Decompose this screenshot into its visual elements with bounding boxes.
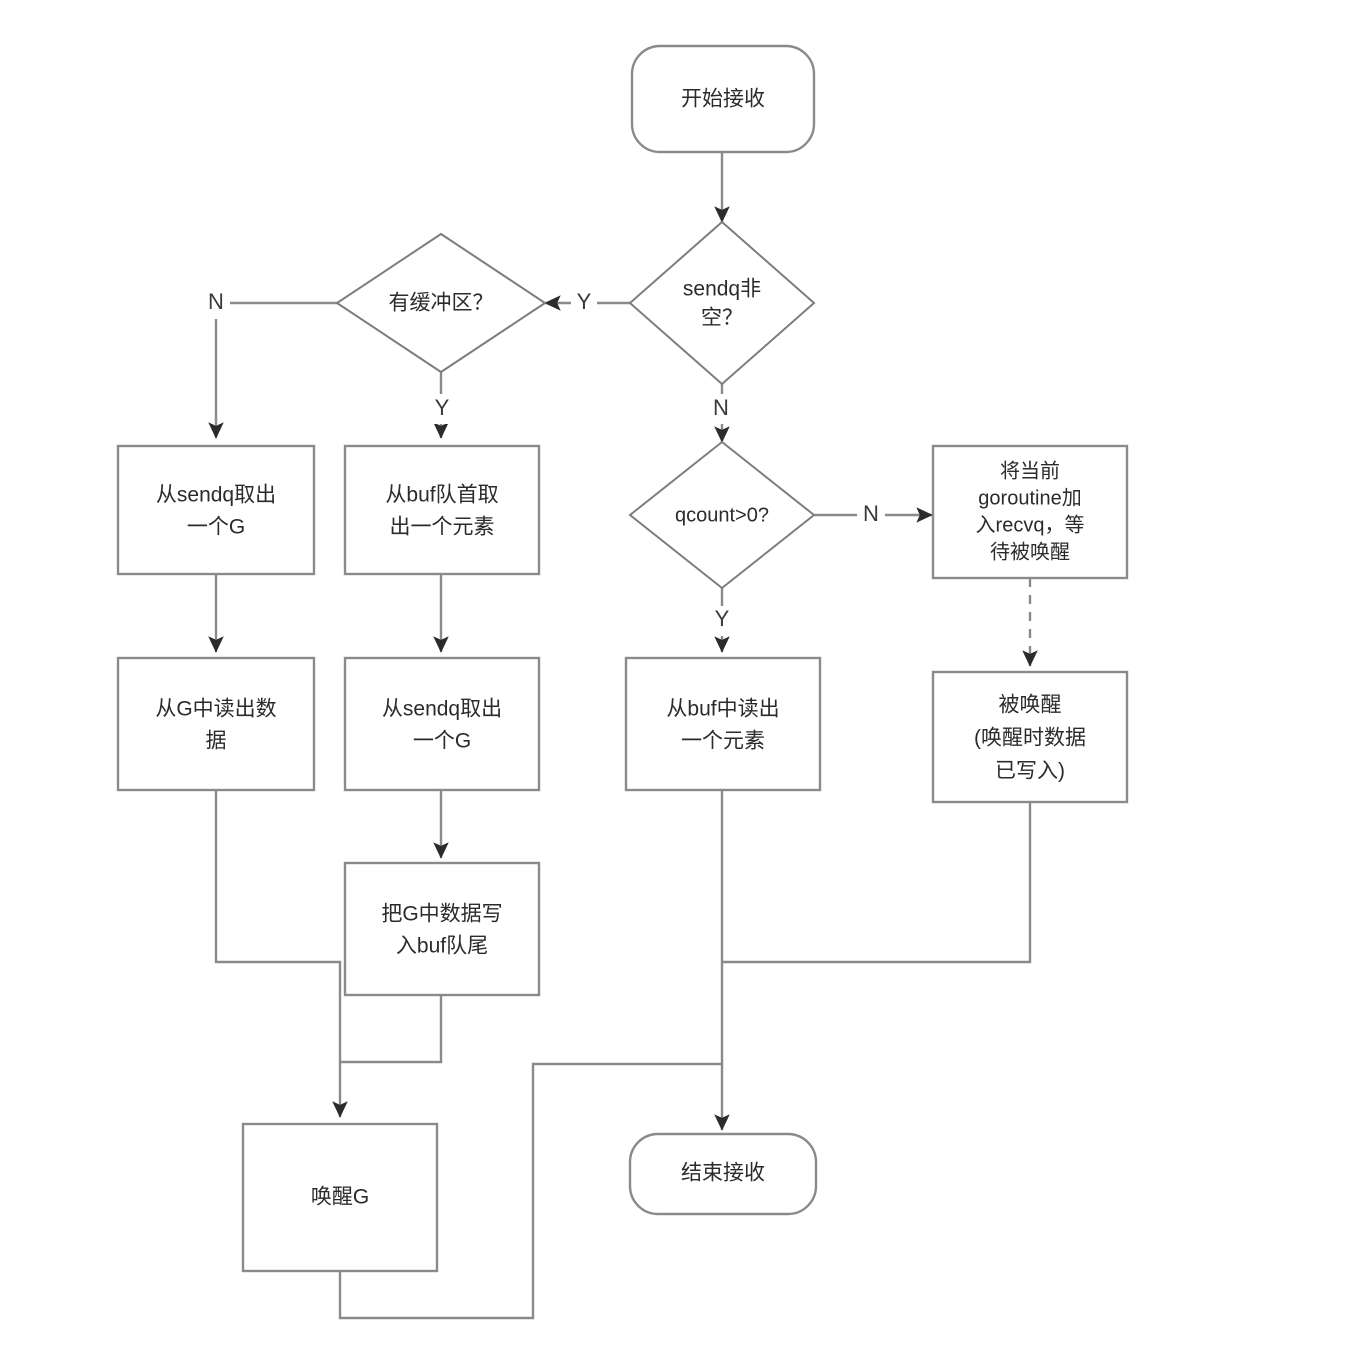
- node-wake-g-label: 唤醒G: [311, 1186, 369, 1209]
- node-take-g-from-sendq-2-label-line2: 一个G: [413, 730, 471, 753]
- node-read-elem-from-buf[interactable]: 从buf中读出 一个元素: [624, 656, 822, 792]
- node-read-elem-from-buf-shape: [624, 656, 822, 792]
- node-write-g-data-to-buf-tail-label-line1: 把G中数据写: [381, 903, 502, 926]
- edge-woken-to-end: [722, 802, 1032, 964]
- node-qcount-gt-zero-label: qcount>0?: [675, 504, 769, 526]
- edge-write-buf-tail-to-wake-g: [340, 995, 443, 1064]
- node-write-g-data-to-buf-tail-label-line2: 入buf队尾: [396, 935, 488, 958]
- node-start-shape: [630, 44, 816, 154]
- edge-label-sendq-no: N: [713, 395, 729, 420]
- node-take-g-from-sendq-2-label-line1: 从sendq取出: [382, 698, 502, 721]
- node-enqueue-recvq-label-line2: goroutine加: [978, 486, 1081, 509]
- node-has-buffer[interactable]: 有缓冲区？: [335, 232, 547, 374]
- node-sendq-not-empty[interactable]: sendq非 空？: [628, 220, 816, 386]
- node-woken-up-label-line1: 被唤醒: [999, 694, 1062, 717]
- edge-wake-g-to-end: [338, 1062, 722, 1320]
- node-wake-g[interactable]: 唤醒G: [241, 1122, 439, 1273]
- node-woken-up-label-line3: 已写入): [995, 760, 1065, 783]
- node-end[interactable]: 结束接收: [628, 1132, 818, 1216]
- node-has-buffer-label: 有缓冲区？: [389, 292, 494, 315]
- edge-label-buffer-yes: Y: [435, 395, 450, 420]
- edge-label-sendq-yes: Y: [577, 289, 592, 314]
- edge-label-buffer-no: N: [208, 289, 224, 314]
- node-take-elem-from-buf-head[interactable]: 从buf队首取 出一个元素: [343, 444, 541, 576]
- node-take-g-from-sendq[interactable]: 从sendq取出 一个G: [116, 444, 316, 576]
- node-enqueue-recvq[interactable]: 将当前 goroutine加 入recvq，等 待被唤醒: [931, 444, 1129, 580]
- node-read-elem-from-buf-label-line2: 一个元素: [681, 730, 765, 753]
- node-take-g-from-sendq-shape: [116, 444, 316, 576]
- node-enqueue-recvq-label-line1: 将当前: [1000, 459, 1060, 482]
- edge-read-data-to-wake-g: [214, 790, 348, 1118]
- node-woken-up-shape: [931, 670, 1129, 804]
- node-take-g-from-sendq-2[interactable]: 从sendq取出 一个G: [343, 656, 541, 792]
- node-start-label: 开始接收: [681, 88, 765, 111]
- node-enqueue-recvq-label-line3: 入recvq，等: [976, 513, 1085, 536]
- node-read-data-from-g[interactable]: 从G中读出数 据: [116, 656, 316, 792]
- node-end-shape: [628, 1132, 818, 1216]
- node-take-g-from-sendq-2-shape: [343, 656, 541, 792]
- edge-label-qcount-yes: Y: [715, 606, 730, 631]
- node-sendq-not-empty-label-line1: sendq非: [683, 278, 761, 301]
- node-take-g-from-sendq-label-line2: 一个G: [187, 516, 245, 539]
- node-take-elem-from-buf-head-label-line2: 出一个元素: [390, 516, 495, 539]
- node-woken-up[interactable]: 被唤醒 (唤醒时数据 已写入): [931, 670, 1129, 804]
- node-take-g-from-sendq-label-line1: 从sendq取出: [156, 484, 276, 507]
- node-end-label: 结束接收: [681, 1162, 765, 1185]
- node-read-elem-from-buf-label-line1: 从buf中读出: [666, 698, 779, 721]
- node-sendq-not-empty-shape: [628, 220, 816, 386]
- node-take-elem-from-buf-head-label-line1: 从buf队首取: [385, 484, 498, 507]
- node-read-data-from-g-shape: [116, 656, 316, 792]
- edge-label-group: Y N N Y N Y: [202, 289, 885, 636]
- node-qcount-gt-zero-shape: [628, 440, 816, 590]
- node-take-elem-from-buf-head-shape: [343, 444, 541, 576]
- node-read-data-from-g-label-line2: 据: [206, 730, 227, 753]
- node-enqueue-recvq-shape: [931, 444, 1129, 580]
- node-qcount-gt-zero[interactable]: qcount>0?: [628, 440, 816, 590]
- node-start[interactable]: 开始接收: [630, 44, 816, 154]
- edge-buffer-no-to-take-g: [208, 301, 353, 439]
- node-woken-up-label-line2: (唤醒时数据: [974, 727, 1086, 750]
- node-has-buffer-shape: [335, 232, 547, 374]
- node-wake-g-shape: [241, 1122, 439, 1273]
- node-read-data-from-g-label-line1: 从G中读出数: [155, 698, 276, 721]
- node-write-g-data-to-buf-tail[interactable]: 把G中数据写 入buf队尾: [343, 861, 541, 997]
- node-sendq-not-empty-label-line2: 空？: [701, 307, 743, 330]
- node-enqueue-recvq-label-line4: 待被唤醒: [990, 540, 1070, 563]
- edge-label-qcount-no: N: [863, 501, 879, 526]
- node-write-g-data-to-buf-tail-shape: [343, 861, 541, 997]
